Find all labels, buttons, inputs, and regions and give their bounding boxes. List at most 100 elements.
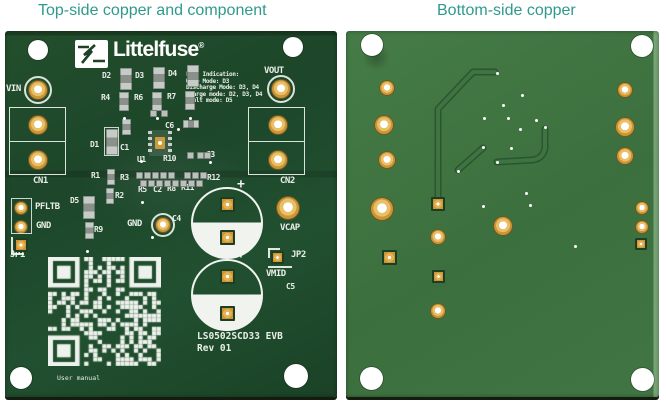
component-chip bbox=[122, 119, 131, 135]
mounting-hole bbox=[283, 37, 303, 57]
smd-pad bbox=[192, 172, 199, 179]
solder-pad bbox=[151, 213, 175, 237]
silkscreen-label: D1 bbox=[90, 140, 99, 149]
silkscreen-label: R10 bbox=[163, 154, 176, 163]
via-dot bbox=[155, 116, 159, 120]
via-dot bbox=[518, 127, 522, 131]
left-board-title: Top-side copper and component bbox=[38, 2, 267, 19]
via-dot bbox=[176, 127, 180, 131]
solder-pad bbox=[635, 201, 649, 215]
silkscreen-label: D3 bbox=[135, 71, 144, 80]
pcb-top-side-view: Littelfuse® LEDs Indication:UVLO Mode: D… bbox=[5, 31, 337, 397]
smd-pad bbox=[168, 172, 175, 179]
solder-pad bbox=[430, 303, 446, 319]
via-dot bbox=[495, 160, 499, 164]
ic-pins bbox=[168, 131, 172, 155]
via-dot bbox=[573, 244, 577, 248]
led-note-line: LEDs Indication: bbox=[186, 71, 239, 78]
silkscreen-label: CN2 bbox=[280, 176, 295, 186]
mounting-hole bbox=[360, 367, 383, 390]
silkscreen-label: D4 bbox=[168, 69, 177, 78]
smd-pad bbox=[172, 180, 179, 187]
via-dot bbox=[543, 125, 547, 129]
littelfuse-logo-text: Littelfuse® bbox=[113, 38, 204, 61]
silkscreen-label: VOUT bbox=[264, 66, 284, 76]
silkscreen-line bbox=[268, 248, 280, 250]
via-dot bbox=[188, 116, 192, 120]
smd-pad bbox=[136, 172, 143, 179]
component-chip bbox=[185, 91, 195, 110]
u1-ic-footprint bbox=[148, 130, 172, 156]
silkscreen-label: VCAP bbox=[280, 223, 300, 233]
solder-pad bbox=[430, 229, 446, 245]
silkscreen-label: User manual bbox=[57, 374, 101, 382]
solder-pad bbox=[635, 220, 649, 234]
silkscreen-label: VMID bbox=[266, 269, 286, 279]
mounting-hole bbox=[361, 34, 383, 56]
smd-pad bbox=[140, 180, 147, 187]
component-chip bbox=[83, 196, 95, 219]
silkscreen-line bbox=[11, 253, 24, 255]
via-dot bbox=[501, 103, 505, 107]
silkscreen-label: R2 bbox=[115, 191, 124, 200]
capacitor-pad bbox=[220, 230, 235, 245]
solder-pad bbox=[24, 76, 52, 104]
solder-pad bbox=[14, 238, 28, 252]
smd-pad bbox=[187, 152, 194, 159]
capacitor-pad bbox=[220, 197, 235, 212]
silkscreen-label: LS0502SCD33 EVB bbox=[197, 331, 283, 342]
smd-pad bbox=[152, 172, 159, 179]
solder-pad bbox=[617, 82, 633, 98]
component-chip bbox=[153, 67, 165, 89]
solder-pad bbox=[270, 250, 284, 264]
via-dot bbox=[140, 200, 144, 204]
silkscreen-label: CN1 bbox=[33, 176, 48, 186]
smd-pad bbox=[204, 152, 211, 159]
via-dot bbox=[506, 116, 510, 120]
via-dot bbox=[481, 145, 485, 149]
smd-pad bbox=[197, 152, 204, 159]
silkscreen-label: JP1 bbox=[10, 250, 25, 260]
ic-pins bbox=[148, 131, 152, 155]
silkscreen-label: R1 bbox=[91, 171, 100, 180]
silkscreen-label: JP2 bbox=[291, 250, 306, 260]
via-dot bbox=[534, 118, 538, 122]
capacitor-footprint bbox=[191, 187, 263, 259]
capacitor-footprint-c5 bbox=[191, 259, 263, 331]
via-dot bbox=[482, 116, 486, 120]
solder-pad bbox=[431, 197, 445, 211]
capacitor-pad bbox=[220, 306, 235, 321]
silkscreen-label: GND bbox=[127, 219, 142, 229]
via-dot bbox=[456, 169, 460, 173]
silkscreen-label: R9 bbox=[94, 225, 103, 234]
led-note-line: Fault mode: D5 bbox=[186, 97, 233, 105]
solder-pad bbox=[28, 115, 48, 135]
cn1-connector-outline bbox=[9, 107, 66, 175]
silkscreen-label: R4 bbox=[101, 93, 110, 102]
solder-pad bbox=[493, 216, 513, 236]
silkscreen-label: R8 bbox=[167, 184, 176, 193]
via-dot bbox=[509, 146, 513, 150]
solder-pad bbox=[374, 115, 394, 135]
silkscreen-label: C6 bbox=[165, 121, 174, 130]
via-dot bbox=[85, 249, 89, 253]
smd-pad bbox=[161, 110, 168, 117]
smd-pad bbox=[150, 110, 157, 117]
mounting-hole bbox=[10, 367, 32, 389]
mounting-hole bbox=[631, 368, 654, 391]
solder-pad bbox=[616, 147, 634, 165]
solder-pad bbox=[267, 75, 295, 103]
silkscreen-label: R3 bbox=[120, 173, 129, 182]
silkscreen-label: R5 bbox=[138, 185, 147, 194]
via-dot bbox=[139, 159, 143, 163]
solder-pad bbox=[379, 80, 395, 96]
mounting-hole bbox=[28, 40, 48, 60]
solder-pad bbox=[28, 150, 48, 170]
via-dot bbox=[481, 204, 485, 208]
cn2-connector-outline bbox=[248, 107, 305, 175]
solder-pad bbox=[268, 115, 288, 135]
qr-code bbox=[48, 257, 161, 366]
smd-pad bbox=[180, 180, 187, 187]
